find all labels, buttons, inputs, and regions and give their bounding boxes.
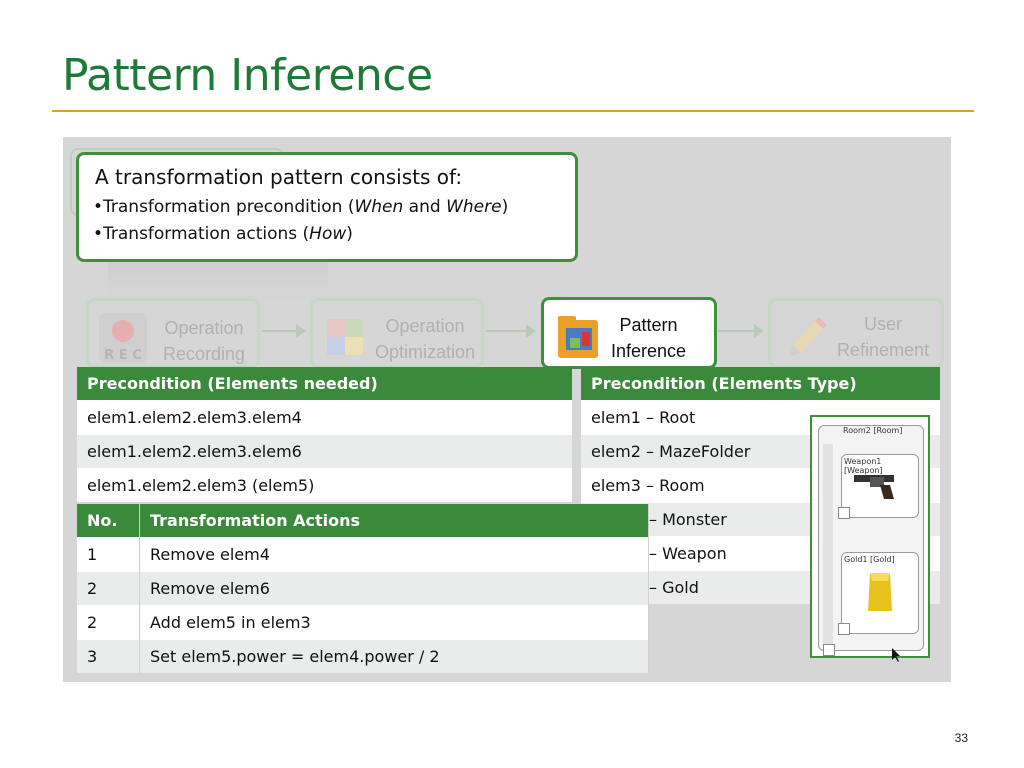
item-label: Gold1 [Gold] [844,555,895,564]
pencil-icon [789,317,827,357]
step-pattern-inference[interactable]: Pattern Inference [541,297,717,369]
rec-label: R E C [104,348,141,363]
callout-heading: A transformation pattern consists of: [95,165,463,189]
step-label-line2: Optimization [374,342,475,362]
table-cell: Remove elem4 [139,537,649,572]
table-cell: Remove elem6 [139,571,649,606]
table-header: Transformation Actions [139,504,649,538]
bullet-text: and [403,197,447,217]
step-label-line1: User [863,314,902,334]
expand-icon[interactable] [838,507,850,519]
room-container: Room2 [Room] Weapon1 [Weapon] Gold1 [Gol… [818,425,924,656]
bullet-emphasis: How [309,224,347,244]
step-label-line1: Operation [385,316,465,336]
model-popup: Room2 [Room] Weapon1 [Weapon] Gold1 [Gol… [810,415,930,662]
gold-bar-icon [868,573,892,611]
table-cell: Set elem5.power = elem4.power / 2 [139,639,649,673]
table-cell: elem1.elem2.elem3.elem6 [77,434,572,469]
step-label-line2: Recording [162,344,245,364]
step-label-line1: Pattern [619,315,678,335]
table-row: elem1.elem2.elem3.elem6 [77,434,572,469]
bullet-text: Transformation precondition ( [103,197,355,217]
table-cell: 1 [77,537,140,572]
bullet-emphasis: When [354,197,404,217]
step-operation-recording[interactable]: R E C Operation Recording [86,298,260,368]
table-header: Precondition (Elements needed) [77,367,572,401]
pipeline-arrow [718,324,764,338]
bullet-emphasis: Where [446,197,502,217]
folder-icon [558,316,598,358]
title-divider [52,110,974,112]
table-header: No. [77,504,140,538]
step-label-line1: Operation [164,318,244,338]
faded-beam [108,262,328,302]
puzzle-icon [327,319,363,355]
pattern-callout: A transformation pattern consists of: •T… [76,152,578,262]
expand-icon[interactable] [823,644,835,656]
revolver-icon [854,475,894,499]
precondition-needed-table: Precondition (Elements needed) elem1.ele… [77,367,572,502]
step-label-line2: Refinement [836,340,929,360]
table-cell: 3 [77,639,140,673]
callout-bullet: •Transformation precondition (When and W… [93,197,509,217]
slide-title: Pattern Inference [62,50,433,101]
table-cell: elem1.elem2.elem3 (elem5) [77,468,572,502]
cursor-icon [892,648,900,662]
bullet-text: Transformation actions ( [103,224,310,244]
step-operation-optimization[interactable]: Operation Optimization [310,298,484,368]
table-cell: elem1.elem2.elem3.elem4 [77,400,572,435]
step-label-line2: Inference [610,341,686,361]
bullet-text: ) [501,197,509,217]
item-label: Weapon1 [Weapon] [844,457,883,475]
table-header: Precondition (Elements Type) [581,367,940,401]
page-number: 33 [954,731,968,745]
table-cell: 2 [77,571,140,606]
weapon-item[interactable]: Weapon1 [Weapon] [838,454,919,519]
callout-bullet: •Transformation actions (How) [93,224,353,244]
table-row: elem1.elem2.elem3.elem4 [77,400,572,435]
table-cell: Add elem5 in elem3 [139,605,649,640]
expand-icon[interactable] [838,623,850,635]
bullet-text: ) [346,224,353,244]
pipeline-arrow [262,324,306,338]
scrollbar[interactable] [823,444,833,644]
room-label: Room2 [Room] [843,426,903,435]
table-row: elem1.elem2.elem3 (elem5) [77,468,572,502]
record-icon: R E C [99,313,147,363]
table-cell: 2 [77,605,140,640]
gold-item[interactable]: Gold1 [Gold] [838,552,919,635]
step-user-refinement[interactable]: User Refinement [768,298,944,368]
pipeline-arrow [486,324,536,338]
